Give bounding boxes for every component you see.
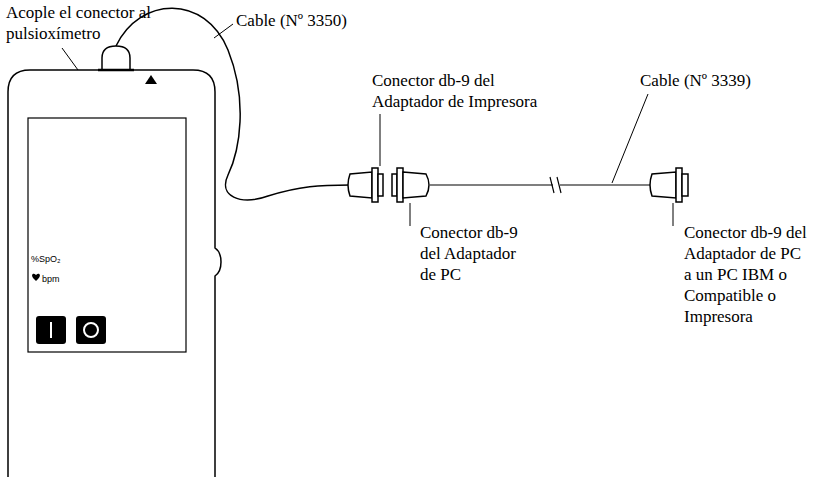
connector-face xyxy=(378,174,383,196)
connector-shell xyxy=(348,172,372,198)
on-symbol xyxy=(50,322,52,338)
cable-number-label: Cable (Nº 3350) xyxy=(236,10,386,31)
front-panel xyxy=(28,118,186,352)
connector-flange xyxy=(676,168,682,202)
plug-base xyxy=(98,69,134,72)
orientation-mark xyxy=(145,75,157,84)
cable-3350 xyxy=(116,8,350,200)
cable-break-mark xyxy=(550,177,554,193)
screen-label: bpm xyxy=(42,274,102,285)
power-on-button xyxy=(36,316,66,344)
cable-3339 xyxy=(560,184,652,185)
pulse-oximeter xyxy=(8,46,221,477)
connector-label: Conector db-9 del Adaptador de Impresora xyxy=(372,70,560,112)
pc-adapter-connector xyxy=(392,168,429,202)
connector-flange xyxy=(372,168,378,202)
connector-label: Conector db-9 del Adaptador de PC a un P… xyxy=(684,222,812,327)
leader-line xyxy=(410,203,411,226)
connector-shell xyxy=(403,172,429,198)
screen-label: %SpO₂ xyxy=(31,254,111,265)
cable-3339 xyxy=(430,184,553,185)
device-plug xyxy=(102,46,130,70)
connector-label: Conector db-9 del Adaptador de PC xyxy=(420,222,532,285)
connector-shell xyxy=(650,172,676,198)
leader-line xyxy=(673,203,674,226)
cable-break-mark xyxy=(557,177,561,193)
off-symbol xyxy=(84,323,98,337)
instruction-label: Acople el conector al pulsioxímetro xyxy=(6,2,156,44)
cable-number-label: Cable (Nº 3339) xyxy=(640,70,790,91)
leader-line xyxy=(612,94,648,183)
power-off-button xyxy=(76,316,106,344)
connector-flange xyxy=(397,168,403,202)
device-housing xyxy=(8,70,221,477)
heart-symbol xyxy=(32,274,40,281)
leader-lines xyxy=(62,24,673,226)
connector-face xyxy=(682,174,688,196)
leader-line xyxy=(62,48,78,70)
printer-adapter-connector xyxy=(348,168,383,202)
pc-connector xyxy=(650,168,688,202)
leader-line xyxy=(380,114,381,166)
leader-line xyxy=(214,24,233,38)
